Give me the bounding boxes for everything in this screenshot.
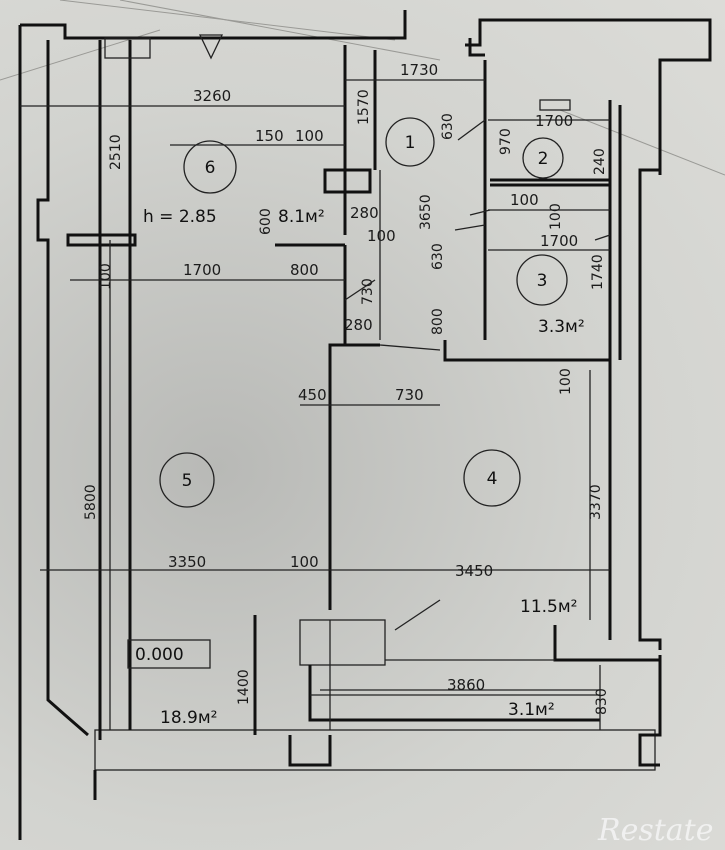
dimension-label: 150 xyxy=(255,127,284,145)
dimension-labels: 3260 1730 150 100 1700 100 1700 1700 800… xyxy=(168,61,578,694)
dimension-label: 630 xyxy=(440,113,456,140)
room-number-6: 6 xyxy=(205,158,216,178)
dimension-label: 600 xyxy=(258,208,274,235)
room-circle-2 xyxy=(522,137,564,179)
dimension-label: 630 xyxy=(430,243,446,270)
area-room-6: 8.1м² xyxy=(278,207,325,227)
dimension-label: 100 xyxy=(295,127,324,145)
dimension-label: 3450 xyxy=(455,562,493,580)
watermark-logo: Restate xyxy=(597,813,714,848)
room-number-1: 1 xyxy=(405,133,416,153)
area-room-5: 18.9м² xyxy=(160,708,218,728)
dimension-label: 100 xyxy=(548,203,564,230)
vent-marks xyxy=(104,34,571,111)
dimension-label: 100 xyxy=(98,263,114,290)
dimension-label: 280 xyxy=(344,316,373,334)
room-circle-1 xyxy=(385,117,435,167)
dimension-label: 730 xyxy=(395,386,424,404)
dimension-label: 3650 xyxy=(418,194,434,230)
area-balcony: 3.1м² xyxy=(508,700,555,720)
dimension-label: 830 xyxy=(594,688,610,715)
room-circle-5 xyxy=(159,452,215,508)
dimension-labels-vertical: 2510 1570 630 970 240 3650 600 100 630 1… xyxy=(83,89,610,715)
dimension-label: 3350 xyxy=(168,553,206,571)
dimension-label: 3370 xyxy=(588,484,604,520)
ceiling-height: h = 2.85 xyxy=(143,207,217,227)
dimension-label: 280 xyxy=(350,204,379,222)
dimension-label: 1400 xyxy=(236,669,252,705)
interior-walls xyxy=(66,40,660,740)
dimension-label: 100 xyxy=(558,368,574,395)
level-mark-box xyxy=(127,639,211,669)
dimension-label: 1700 xyxy=(183,261,221,279)
dimension-label: 240 xyxy=(592,148,608,175)
dimension-label: 3260 xyxy=(193,87,231,105)
area-room-3: 3.3м² xyxy=(538,317,585,337)
dimension-label: 800 xyxy=(290,261,319,279)
dimension-label: 800 xyxy=(430,308,446,335)
area-room-4: 11.5м² xyxy=(520,597,578,617)
room-markers: 1 2 3 4 5 6 xyxy=(159,117,568,508)
door-swings xyxy=(344,119,611,351)
outer-walls xyxy=(18,10,712,840)
dimension-label: 1730 xyxy=(400,61,438,79)
dimension-label: 2510 xyxy=(108,134,124,170)
dimension-label: 100 xyxy=(290,553,319,571)
dimension-label: 1700 xyxy=(540,232,578,250)
dimension-label: 5800 xyxy=(83,484,99,520)
dimension-label: 3860 xyxy=(447,676,485,694)
dimension-label: 970 xyxy=(498,128,514,155)
dimension-label: 450 xyxy=(298,386,327,404)
room-number-4: 4 xyxy=(487,469,498,489)
dimension-label: 1700 xyxy=(535,112,573,130)
level-mark: 0.000 xyxy=(135,645,184,665)
dimension-label: 100 xyxy=(367,227,396,245)
dimension-label: 730 xyxy=(360,278,376,305)
dimension-label: 1570 xyxy=(356,89,372,125)
dimension-label: 100 xyxy=(510,191,539,209)
room-circle-6 xyxy=(183,140,237,194)
room-number-2: 2 xyxy=(538,149,549,169)
room-circle-4 xyxy=(463,449,521,507)
room-number-3: 3 xyxy=(537,271,548,291)
dimension-lines xyxy=(20,79,610,730)
room-circle-3 xyxy=(516,254,568,306)
dimension-label: 1740 xyxy=(590,254,606,290)
room-number-5: 5 xyxy=(182,471,193,491)
